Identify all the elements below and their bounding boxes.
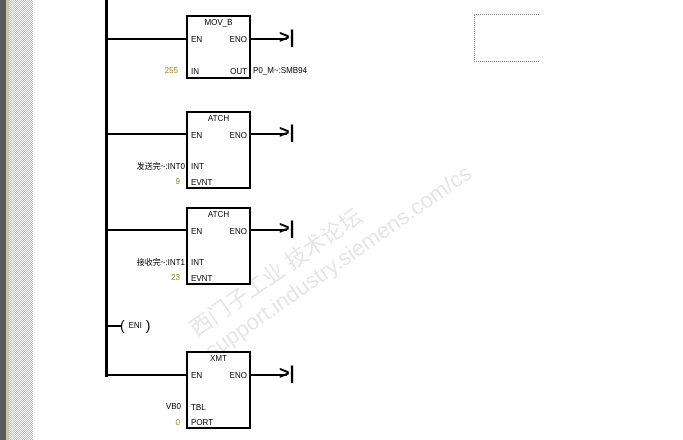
- coil-end-icon: >|: [279, 122, 295, 142]
- rung-wire: [107, 325, 121, 327]
- xmt-block[interactable]: XMT EN ENO TBL PORT: [186, 351, 251, 429]
- selection-box[interactable]: [474, 14, 539, 62]
- coil-end-icon: >|: [279, 363, 295, 383]
- eno-pin: ENO: [229, 227, 247, 236]
- en-pin: EN: [191, 35, 203, 44]
- block-title: ATCH: [207, 210, 230, 219]
- evnt-value[interactable]: 23: [171, 273, 180, 282]
- gutter-edge: [0, 0, 6, 440]
- port-pin: PORT: [191, 418, 214, 427]
- eno-wire: [249, 38, 287, 40]
- rung-wire: [107, 133, 186, 135]
- eno-wire: [249, 229, 287, 231]
- eno-pin: ENO: [229, 35, 247, 44]
- en-pin: EN: [191, 131, 203, 140]
- int-value[interactable]: 发送完~:INT0: [136, 162, 185, 171]
- en-pin: EN: [191, 227, 203, 236]
- block-title: ATCH: [207, 114, 230, 123]
- atch-block[interactable]: ATCH EN ENO INT EVNT: [186, 207, 251, 285]
- mov-b-block[interactable]: MOV_B EN ENO IN OUT: [186, 15, 251, 79]
- rung-wire: [107, 38, 186, 40]
- block-title: XMT: [210, 354, 227, 363]
- eni-coil[interactable]: ( ENI ): [120, 317, 151, 333]
- evnt-pin: EVNT: [191, 274, 213, 283]
- out-value[interactable]: P0_M~:SMB94: [253, 66, 308, 75]
- atch-block[interactable]: ATCH EN ENO INT EVNT: [186, 111, 251, 189]
- evnt-value[interactable]: 9: [175, 177, 180, 186]
- eno-wire: [249, 374, 287, 376]
- rung-wire: [107, 374, 186, 376]
- eno-pin: ENO: [229, 371, 247, 380]
- evnt-pin: EVNT: [191, 178, 213, 187]
- eno-wire: [249, 133, 287, 135]
- int-pin: INT: [191, 162, 204, 171]
- block-title: MOV_B: [204, 18, 233, 27]
- tbl-value[interactable]: VB0: [165, 402, 181, 411]
- eno-pin: ENO: [229, 131, 247, 140]
- power-rail: [105, 0, 108, 377]
- tbl-pin: TBL: [191, 403, 206, 412]
- coil-end-icon: >|: [279, 218, 295, 238]
- en-pin: EN: [191, 371, 203, 380]
- in-pin: IN: [191, 67, 199, 76]
- coil-end-icon: >|: [279, 27, 295, 47]
- gutter-edge-light: [6, 0, 9, 440]
- int-value[interactable]: 接收完~:INT1: [136, 258, 185, 267]
- eni-label: ENI: [128, 321, 142, 330]
- port-value[interactable]: 0: [175, 418, 180, 427]
- in-value[interactable]: 255: [164, 66, 178, 75]
- out-pin: OUT: [230, 67, 247, 76]
- int-pin: INT: [191, 258, 204, 267]
- rung-wire: [107, 229, 186, 231]
